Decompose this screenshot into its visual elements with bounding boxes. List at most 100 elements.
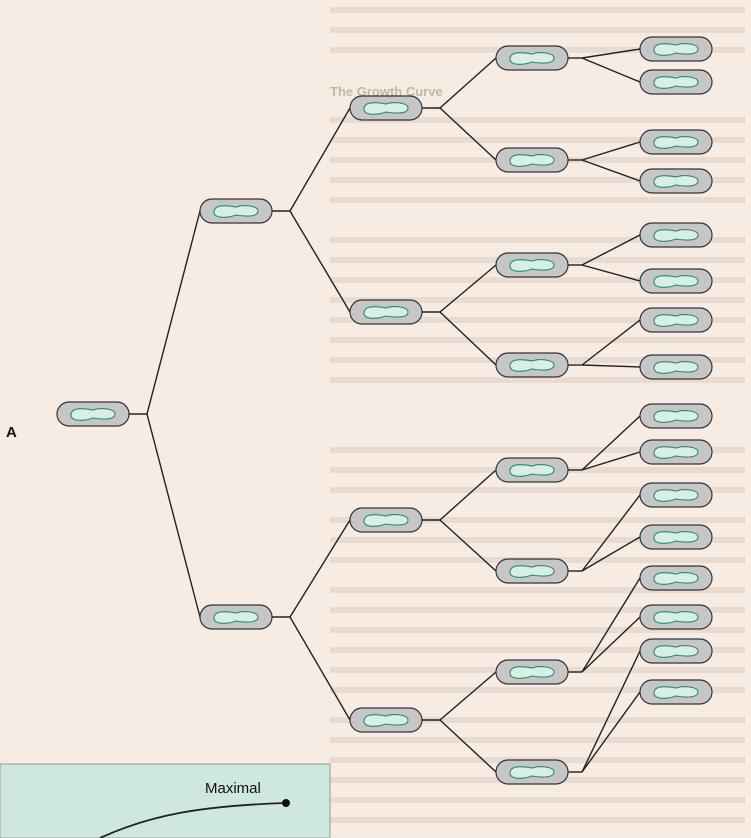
branch-fork: [581, 141, 641, 161]
bacterial-cell-gen-3: [495, 252, 569, 278]
branch-lines: [129, 48, 641, 773]
bacterial-cell-gen-4: [639, 268, 713, 294]
bacterial-cell-gen-4: [639, 638, 713, 664]
nucleoid: [653, 446, 699, 459]
nucleoid: [363, 102, 409, 115]
nucleoid: [653, 489, 699, 502]
nucleoid: [653, 136, 699, 149]
branch-fork: [581, 691, 641, 773]
branch-fork: [581, 577, 641, 673]
bacterial-cell-gen-4: [639, 679, 713, 705]
nucleoid: [70, 408, 116, 421]
bacterial-cell-gen-1: [199, 604, 273, 630]
bacterial-cell-gen-3: [495, 558, 569, 584]
bacterial-cell-gen-4: [639, 69, 713, 95]
branch-fork: [581, 451, 641, 471]
bacterial-cell-gen-4: [639, 482, 713, 508]
branch-fork: [581, 494, 641, 572]
bacterial-cell-gen-4: [639, 129, 713, 155]
branch-fork: [581, 48, 641, 59]
branch-fork: [581, 234, 641, 266]
branch-fork: [439, 719, 497, 773]
bacterial-cell-gen-3: [495, 352, 569, 378]
bacterial-cell-gen-3: [495, 659, 569, 685]
nucleoid: [653, 531, 699, 544]
nucleoid: [653, 361, 699, 374]
nucleoid: [653, 76, 699, 89]
bacterial-cell-gen-4: [639, 222, 713, 248]
nucleoid: [653, 572, 699, 585]
bacterial-cell-gen-2: [349, 95, 423, 121]
branch-fork: [146, 413, 201, 618]
bacterial-cell-gen-4: [639, 307, 713, 333]
nucleoid: [363, 714, 409, 727]
branch-fork: [581, 57, 641, 83]
nucleoid: [653, 611, 699, 624]
nucleoid: [653, 314, 699, 327]
bacterial-cell-gen-3: [495, 147, 569, 173]
nucleoid: [653, 229, 699, 242]
nucleoid: [509, 464, 555, 477]
bacterial-cell-gen-4: [639, 403, 713, 429]
nucleoid: [363, 306, 409, 319]
branch-fork: [581, 616, 641, 673]
branch-fork: [581, 536, 641, 572]
bacterial-cell-gen-2: [349, 507, 423, 533]
branch-fork: [289, 107, 351, 212]
bacterial-cell-gen-4: [639, 168, 713, 194]
growth-curve-inset: Maximal: [0, 763, 331, 838]
branch-fork: [439, 311, 497, 366]
branch-fork: [439, 469, 497, 521]
background-heading: The Growth Curve: [330, 84, 443, 99]
nucleoid: [653, 275, 699, 288]
bacterial-cell-gen-4: [639, 354, 713, 380]
bacterial-cell-gen-2: [349, 707, 423, 733]
branch-fork: [581, 415, 641, 471]
panel-label: A: [6, 424, 17, 441]
branch-fork: [439, 264, 497, 313]
nucleoid: [509, 565, 555, 578]
branch-fork: [146, 210, 201, 415]
branch-fork: [439, 57, 497, 109]
inset-panel: [0, 763, 331, 838]
nucleoid: [509, 766, 555, 779]
bacterial-cell-gen-4: [639, 565, 713, 591]
bacterial-cell-gen-3: [495, 457, 569, 483]
bacterial-cell-gen-4: [639, 439, 713, 465]
bacterial-cell-gen-4: [639, 524, 713, 550]
inset-curve: [99, 802, 286, 838]
bacterial-cell-gen-3: [495, 45, 569, 71]
bacterial-cell-gen-4: [639, 36, 713, 62]
maximal-point-marker: [282, 799, 290, 807]
branch-fork: [581, 650, 641, 773]
nucleoid: [653, 43, 699, 56]
branch-fork: [439, 671, 497, 721]
branch-fork: [439, 519, 497, 572]
cell-group: [56, 36, 713, 785]
bacterial-cell-gen-0: [56, 401, 130, 427]
nucleoid: [653, 645, 699, 658]
bacterial-cell-gen-3: [495, 759, 569, 785]
branch-fork: [289, 210, 351, 313]
nucleoid: [653, 175, 699, 188]
bacterial-cell-gen-2: [349, 299, 423, 325]
branch-fork: [289, 616, 351, 721]
bacterial-cell-gen-4: [639, 604, 713, 630]
nucleoid: [363, 514, 409, 527]
nucleoid: [509, 359, 555, 372]
branch-fork: [439, 107, 497, 161]
nucleoid: [213, 205, 259, 218]
branch-fork: [289, 519, 351, 618]
branch-fork: [581, 264, 641, 282]
branch-fork: [581, 364, 641, 368]
nucleoid: [653, 686, 699, 699]
branch-fork: [581, 319, 641, 366]
branch-fork: [581, 159, 641, 182]
nucleoid: [509, 154, 555, 167]
nucleoid: [509, 259, 555, 272]
nucleoid: [509, 52, 555, 65]
inset-annotation: Maximal: [205, 780, 261, 797]
nucleoid: [653, 410, 699, 423]
bacterial-cell-gen-1: [199, 198, 273, 224]
